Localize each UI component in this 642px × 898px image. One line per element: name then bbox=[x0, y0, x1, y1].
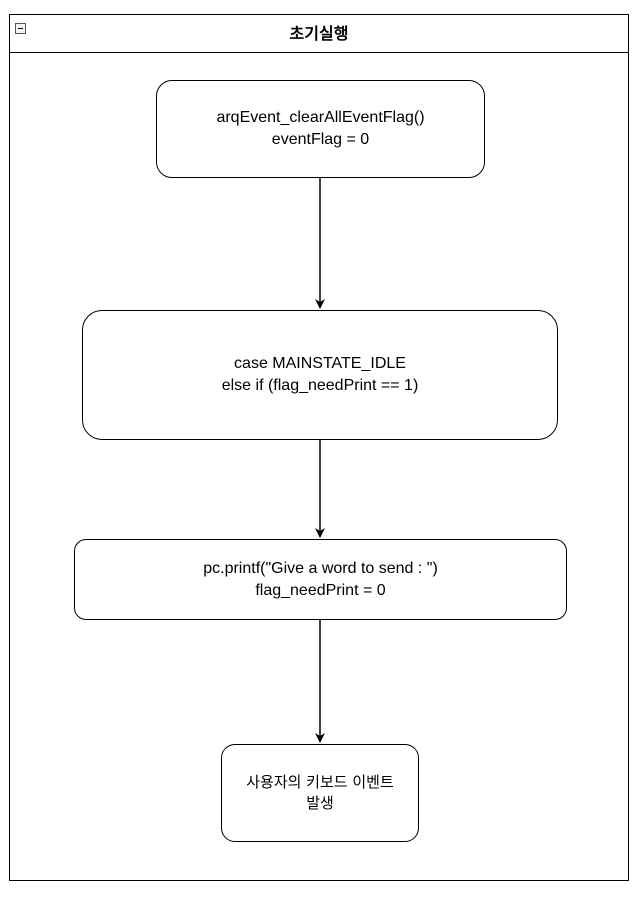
node-clear-events[interactable]: arqEvent_clearAllEventFlag() eventFlag =… bbox=[156, 80, 485, 178]
node-case-idle-line-1: case MAINSTATE_IDLE bbox=[234, 355, 406, 372]
node-keyboard-event-line-1: 사용자의 키보드 이벤트 bbox=[246, 773, 394, 791]
node-case-idle-line-2: else if (flag_needPrint == 1) bbox=[221, 377, 419, 394]
node-printf[interactable]: pc.printf("Give a word to send : ") flag… bbox=[74, 539, 567, 620]
node-printf-line-1: pc.printf("Give a word to send : ") bbox=[203, 559, 438, 577]
node-printf-line-2: flag_needPrint = 0 bbox=[255, 581, 386, 599]
container-title: 초기실행 bbox=[289, 24, 349, 43]
container-header: 초기실행 bbox=[10, 15, 628, 53]
node-keyboard-event[interactable]: 사용자의 키보드 이벤트 발생 bbox=[221, 744, 419, 842]
collapse-toggle[interactable] bbox=[15, 23, 26, 34]
node-clear-events-line-2: eventFlag = 0 bbox=[271, 131, 370, 148]
node-clear-events-line-1: arqEvent_clearAllEventFlag() bbox=[216, 109, 425, 126]
minus-icon bbox=[18, 28, 23, 29]
node-keyboard-event-line-2: 발생 bbox=[306, 794, 334, 812]
node-case-idle[interactable]: case MAINSTATE_IDLE else if (flag_needPr… bbox=[82, 310, 558, 440]
